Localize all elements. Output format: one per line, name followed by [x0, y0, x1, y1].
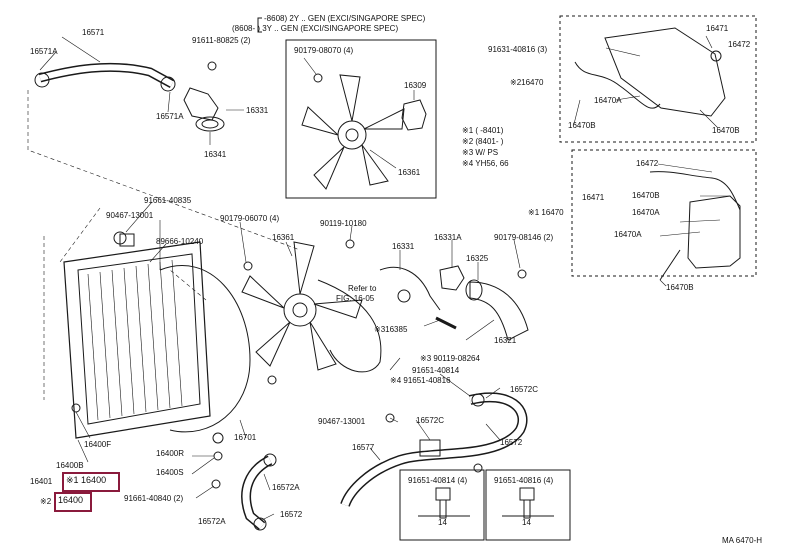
label-16470B-a1: 16470B [568, 121, 596, 130]
label-16470A-b1: 16470A [632, 208, 660, 217]
label-16361-top: 16361 [398, 168, 421, 177]
label-16400S: 16400S [156, 468, 184, 477]
label-16400B: 16400B [56, 461, 84, 470]
figure-code: MA 6470-H [722, 536, 763, 545]
label-91611-80825: 91611-80825 (2) [192, 36, 251, 45]
label-16331-top: 16331 [246, 106, 269, 115]
label-16331A: 16331A [434, 233, 462, 242]
refer-to: Refer to [348, 284, 377, 293]
label-16701: 16701 [234, 433, 257, 442]
header-line-2: (8608- ) 3Y .. GEN (EXCI/SINGAPORE SPEC) [232, 24, 399, 33]
label-91661-40835: 91661-40835 [144, 196, 192, 205]
label-91661-40840: 91661-40840 (2) [124, 494, 184, 503]
header-line-1: -8608) 2Y .. GEN (EXCI/SINGAPORE SPEC) [264, 14, 426, 23]
label-16572-b: 16572 [280, 510, 303, 519]
label-16470B-b: 16470B [632, 191, 660, 200]
label-16572A-a: 16572A [272, 483, 300, 492]
label-16577: 16577 [352, 443, 375, 452]
dimension-14-b: 14 [522, 518, 531, 527]
label-16400-star1: ※1 16400 [66, 475, 107, 485]
label-16470-star1: ※1 16470 [528, 208, 564, 217]
label-16472-a: 16472 [728, 40, 751, 49]
label-star2: ※2 [40, 497, 52, 506]
highlight-box-16400-2 [54, 492, 92, 512]
label-90179-08146: 90179-08146 (2) [494, 233, 554, 242]
label-90179-08070: 90179-08070 (4) [294, 46, 354, 55]
dimension-14-a: 14 [438, 518, 447, 527]
label-90467-13001-a: 90467-13001 [106, 211, 154, 220]
box-label-91651-40814: 91651-40814 (4) [408, 476, 468, 485]
label-16401: 16401 [30, 477, 53, 486]
label-16572A-b: 16572A [198, 517, 226, 526]
label-89666-10240: 89666-10240 [156, 237, 204, 246]
label-91631-40816: 91631-40816 (3) [488, 45, 548, 54]
label-16470A-a: 16470A [594, 96, 622, 105]
label-90179-06070: 90179-06070 (4) [220, 214, 280, 223]
refer-fig: FIG. 16-05 [336, 294, 375, 303]
label-16331-mid: 16331 [392, 242, 415, 251]
label-16341: 16341 [204, 150, 227, 159]
highlight-box-16400-1 [62, 472, 120, 492]
label-16470A-b2: 16470A [614, 230, 642, 239]
label-16400-star2: 16400 [58, 495, 84, 505]
label-16400R: 16400R [156, 449, 185, 458]
box-label-91651-40816: 91651-40816 (4) [494, 476, 554, 485]
label-91651-40816: ※4 91651-40816 [390, 376, 451, 385]
note-4: ※4 YH56, 66 [462, 159, 509, 168]
label-90467-13001-b: 90467-13001 [318, 417, 366, 426]
label-16385: ※316385 [374, 325, 408, 334]
label-16321: 16321 [494, 336, 517, 345]
label-90119-10180: 90119-10180 [320, 219, 367, 228]
label-16470B-a2: 16470B [712, 126, 740, 135]
label-90119-08264: ※3 90119-08264 [420, 354, 480, 363]
label-16572C-a: 16572C [510, 385, 539, 394]
label-91651-40814: 91651-40814 [412, 366, 460, 375]
note-1: ※1 ( -8401) [462, 126, 504, 135]
label-16470-star2: ※216470 [510, 78, 544, 87]
label-16361-mid: 16361 [272, 233, 295, 242]
note-2: ※2 (8401- ) [462, 137, 504, 146]
label-16571A-2: 16571A [156, 112, 184, 121]
label-16572C-b: 16572C [416, 416, 445, 425]
label-16470B-b2: 16470B [666, 283, 694, 292]
label-16572: 16572 [500, 438, 523, 447]
label-16472-b: 16472 [636, 159, 659, 168]
label-16400F: 16400F [84, 440, 112, 449]
label-16309: 16309 [404, 81, 427, 90]
label-16325: 16325 [466, 254, 489, 263]
label-16471-a: 16471 [706, 24, 729, 33]
note-3: ※3 W/ PS [462, 148, 499, 157]
label-16571: 16571 [82, 28, 105, 37]
label-16471-b: 16471 [582, 193, 605, 202]
label-16571A-1: 16571A [30, 47, 58, 56]
